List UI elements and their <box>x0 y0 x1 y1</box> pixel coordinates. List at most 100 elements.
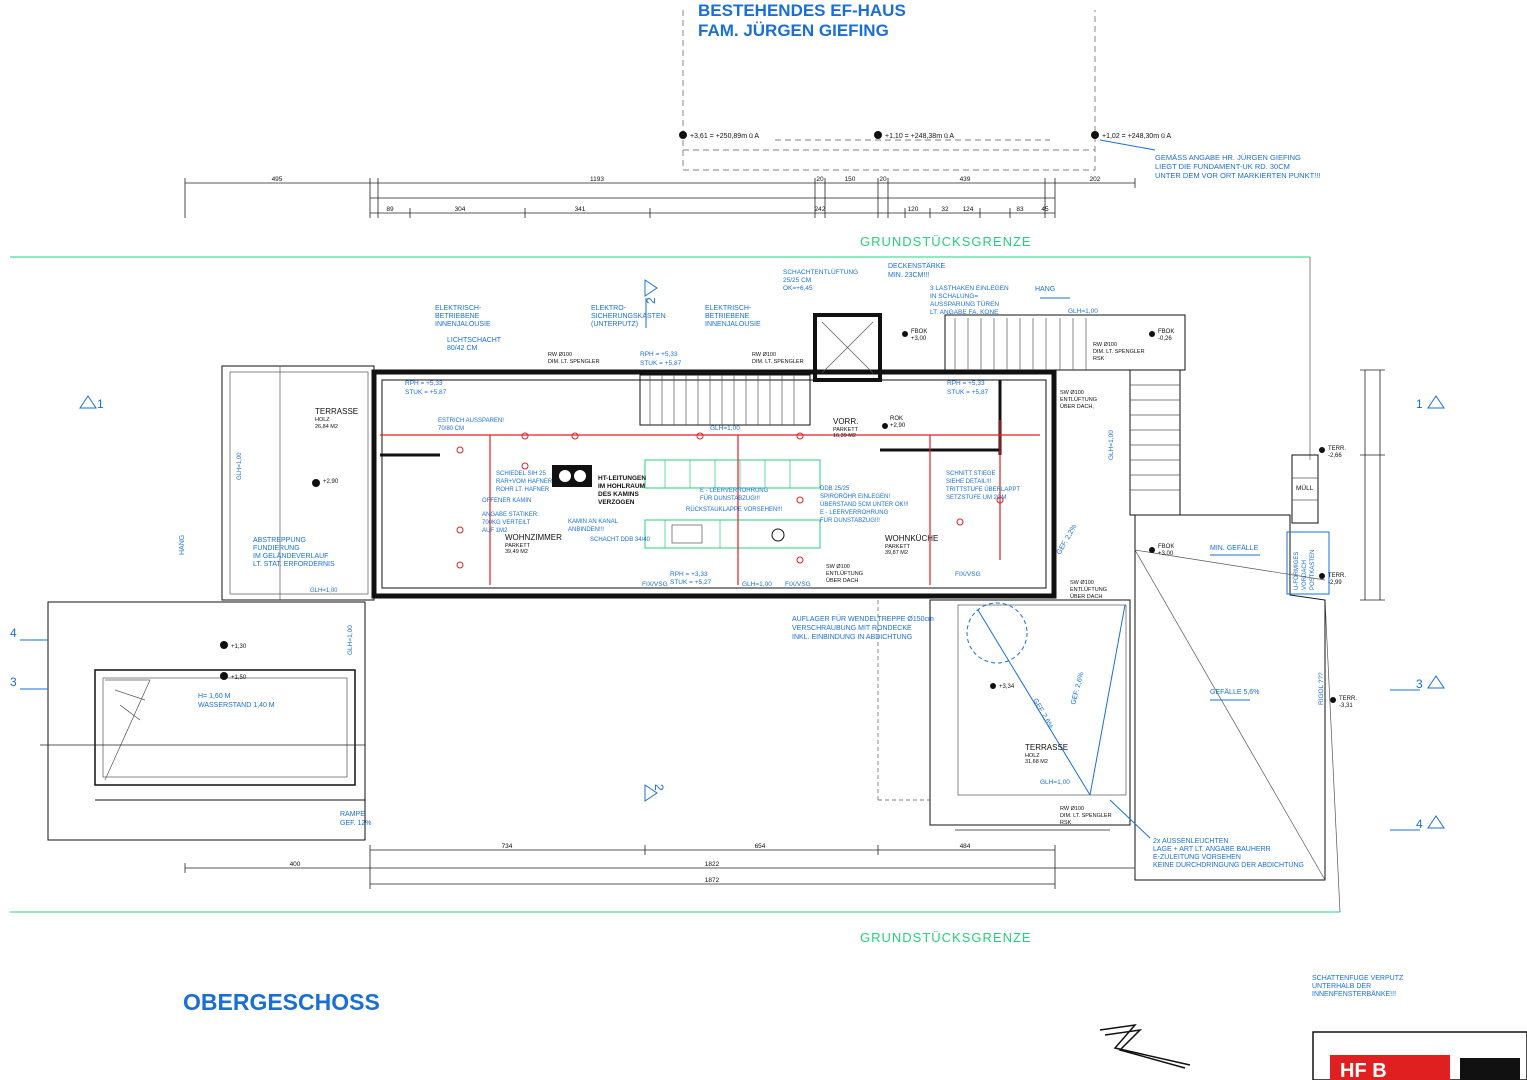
svg-text:GLH=1,00: GLH=1,00 <box>1040 779 1070 786</box>
svg-text:+1,50: +1,50 <box>231 675 247 681</box>
floor-title: OBERGESCHOSS <box>183 989 380 1015</box>
svg-text:FBOK: FBOK <box>1158 329 1174 335</box>
svg-text:+3,34: +3,34 <box>999 684 1015 690</box>
svg-text:1: 1 <box>1416 397 1423 411</box>
svg-text:+2,90: +2,90 <box>323 479 339 485</box>
svg-text:HOLZ: HOLZ <box>1025 753 1040 759</box>
svg-text:+1,30: +1,30 <box>231 644 247 650</box>
svg-text:242: 242 <box>815 206 826 213</box>
svg-text:+1,02 = +248,30m ü A: +1,02 = +248,30m ü A <box>1102 133 1171 140</box>
svg-text:2: 2 <box>652 784 666 791</box>
svg-text:GEF. 2,6%: GEF. 2,6% <box>1070 671 1085 705</box>
svg-text:16,39 M2: 16,39 M2 <box>833 433 856 439</box>
svg-text:304: 304 <box>455 206 466 213</box>
svg-text:AUFLAGER FÜR WENDELTREPPE Ø150: AUFLAGER FÜR WENDELTREPPE Ø150cmVERSCHRA… <box>792 615 934 641</box>
svg-text:TERR.: TERR. <box>1328 446 1346 452</box>
main-building: WOHNZIMMER PARKETT 39,49 M2 VORR. PARKET… <box>371 313 1057 599</box>
boundary-label-top: GRUNDSTÜCKSGRENZE <box>860 234 1032 249</box>
svg-text:31,68 M2: 31,68 M2 <box>1025 759 1048 765</box>
svg-text:TERR.: TERR. <box>1328 573 1346 579</box>
svg-text:150: 150 <box>845 176 856 183</box>
svg-text:26,84 M2: 26,84 M2 <box>315 424 338 430</box>
svg-text:32: 32 <box>941 206 949 213</box>
boundary-label-bottom: GRUNDSTÜCKSGRENZE <box>860 930 1032 945</box>
svg-text:GEF. 2,6%: GEF. 2,6% <box>1031 698 1054 730</box>
svg-text:GEF. 2,2%: GEF. 2,2% <box>1056 524 1079 556</box>
svg-text:20: 20 <box>816 176 824 183</box>
svg-text:HOLZ: HOLZ <box>315 417 330 423</box>
svg-text:SCHACHT DDB 34/40: SCHACHT DDB 34/40 <box>590 537 651 543</box>
svg-text:MIN. GEFÄLLE: MIN. GEFÄLLE <box>1210 544 1259 552</box>
svg-text:4: 4 <box>10 626 17 640</box>
terrace-bottom-right: TERRASSE HOLZ 31,68 M2 +3,34 GLH=1,00 GE… <box>792 571 1131 831</box>
svg-text:OFFENER KAMIN: OFFENER KAMIN <box>482 498 531 504</box>
svg-text:HANG: HANG <box>1035 286 1055 293</box>
svg-text:-3,31: -3,31 <box>1339 703 1353 709</box>
svg-text:WOHNKÜCHE: WOHNKÜCHE <box>885 534 938 543</box>
svg-text:WOHNZIMMER: WOHNZIMMER <box>505 533 562 542</box>
svg-text:MÜLL: MÜLL <box>1296 484 1314 492</box>
svg-text:484: 484 <box>960 843 971 850</box>
svg-text:2: 2 <box>644 297 658 304</box>
svg-text:+1,10 = +248,38m ü A: +1,10 = +248,38m ü A <box>885 133 954 140</box>
svg-text:+3,00: +3,00 <box>911 336 927 342</box>
svg-text:124: 124 <box>963 206 974 213</box>
svg-text:TERRASSE: TERRASSE <box>1025 743 1068 752</box>
svg-text:GLH=1,00: GLH=1,00 <box>1108 430 1115 460</box>
svg-text:HANG: HANG <box>179 535 186 555</box>
svg-text:39,49 M2: 39,49 M2 <box>505 549 528 555</box>
svg-text:GLH=1,00: GLH=1,00 <box>742 581 772 588</box>
svg-text:HF B: HF B <box>1340 1060 1387 1080</box>
svg-text:3: 3 <box>10 675 17 689</box>
svg-text:GLH=1,00: GLH=1,00 <box>237 452 243 480</box>
svg-text:ELEKTRO-SICHERUNGSKASTEN(UNTER: ELEKTRO-SICHERUNGSKASTEN(UNTERPUTZ) <box>591 305 666 328</box>
svg-text:GLH=1,00: GLH=1,00 <box>310 588 338 594</box>
svg-text:654: 654 <box>755 843 766 850</box>
svg-text:+3,61 = +250,89m ü A: +3,61 = +250,89m ü A <box>690 133 759 140</box>
svg-text:TERR.: TERR. <box>1339 696 1357 702</box>
svg-text:GEFÄLLE 5,6%: GEFÄLLE 5,6% <box>1210 688 1259 696</box>
svg-text:GLH=1,00: GLH=1,00 <box>710 425 740 432</box>
company-logo: HF B <box>1312 1031 1527 1080</box>
svg-text:PARKETT: PARKETT <box>833 427 859 433</box>
svg-text:120: 120 <box>908 206 919 213</box>
svg-text:89: 89 <box>386 206 394 213</box>
svg-text:-2,99: -2,99 <box>1328 580 1342 586</box>
north-arrow-icon <box>1099 1023 1191 1069</box>
svg-text:FBOK: FBOK <box>911 329 927 335</box>
svg-text:734: 734 <box>502 843 513 850</box>
svg-text:FIX/VSG: FIX/VSG <box>955 571 981 578</box>
svg-text:-0,26: -0,26 <box>1158 336 1172 342</box>
svg-text:83: 83 <box>1016 206 1024 213</box>
svg-text:PARKETT: PARKETT <box>505 543 531 549</box>
svg-text:+2,90: +2,90 <box>890 423 906 429</box>
existing-house: BESTEHENDES EF-HAUS FAM. JÜRGEN GIEFING <box>682 1 1096 171</box>
header-line1: BESTEHENDES EF-HAUS <box>698 1 906 20</box>
svg-text:ROK: ROK <box>890 416 903 422</box>
